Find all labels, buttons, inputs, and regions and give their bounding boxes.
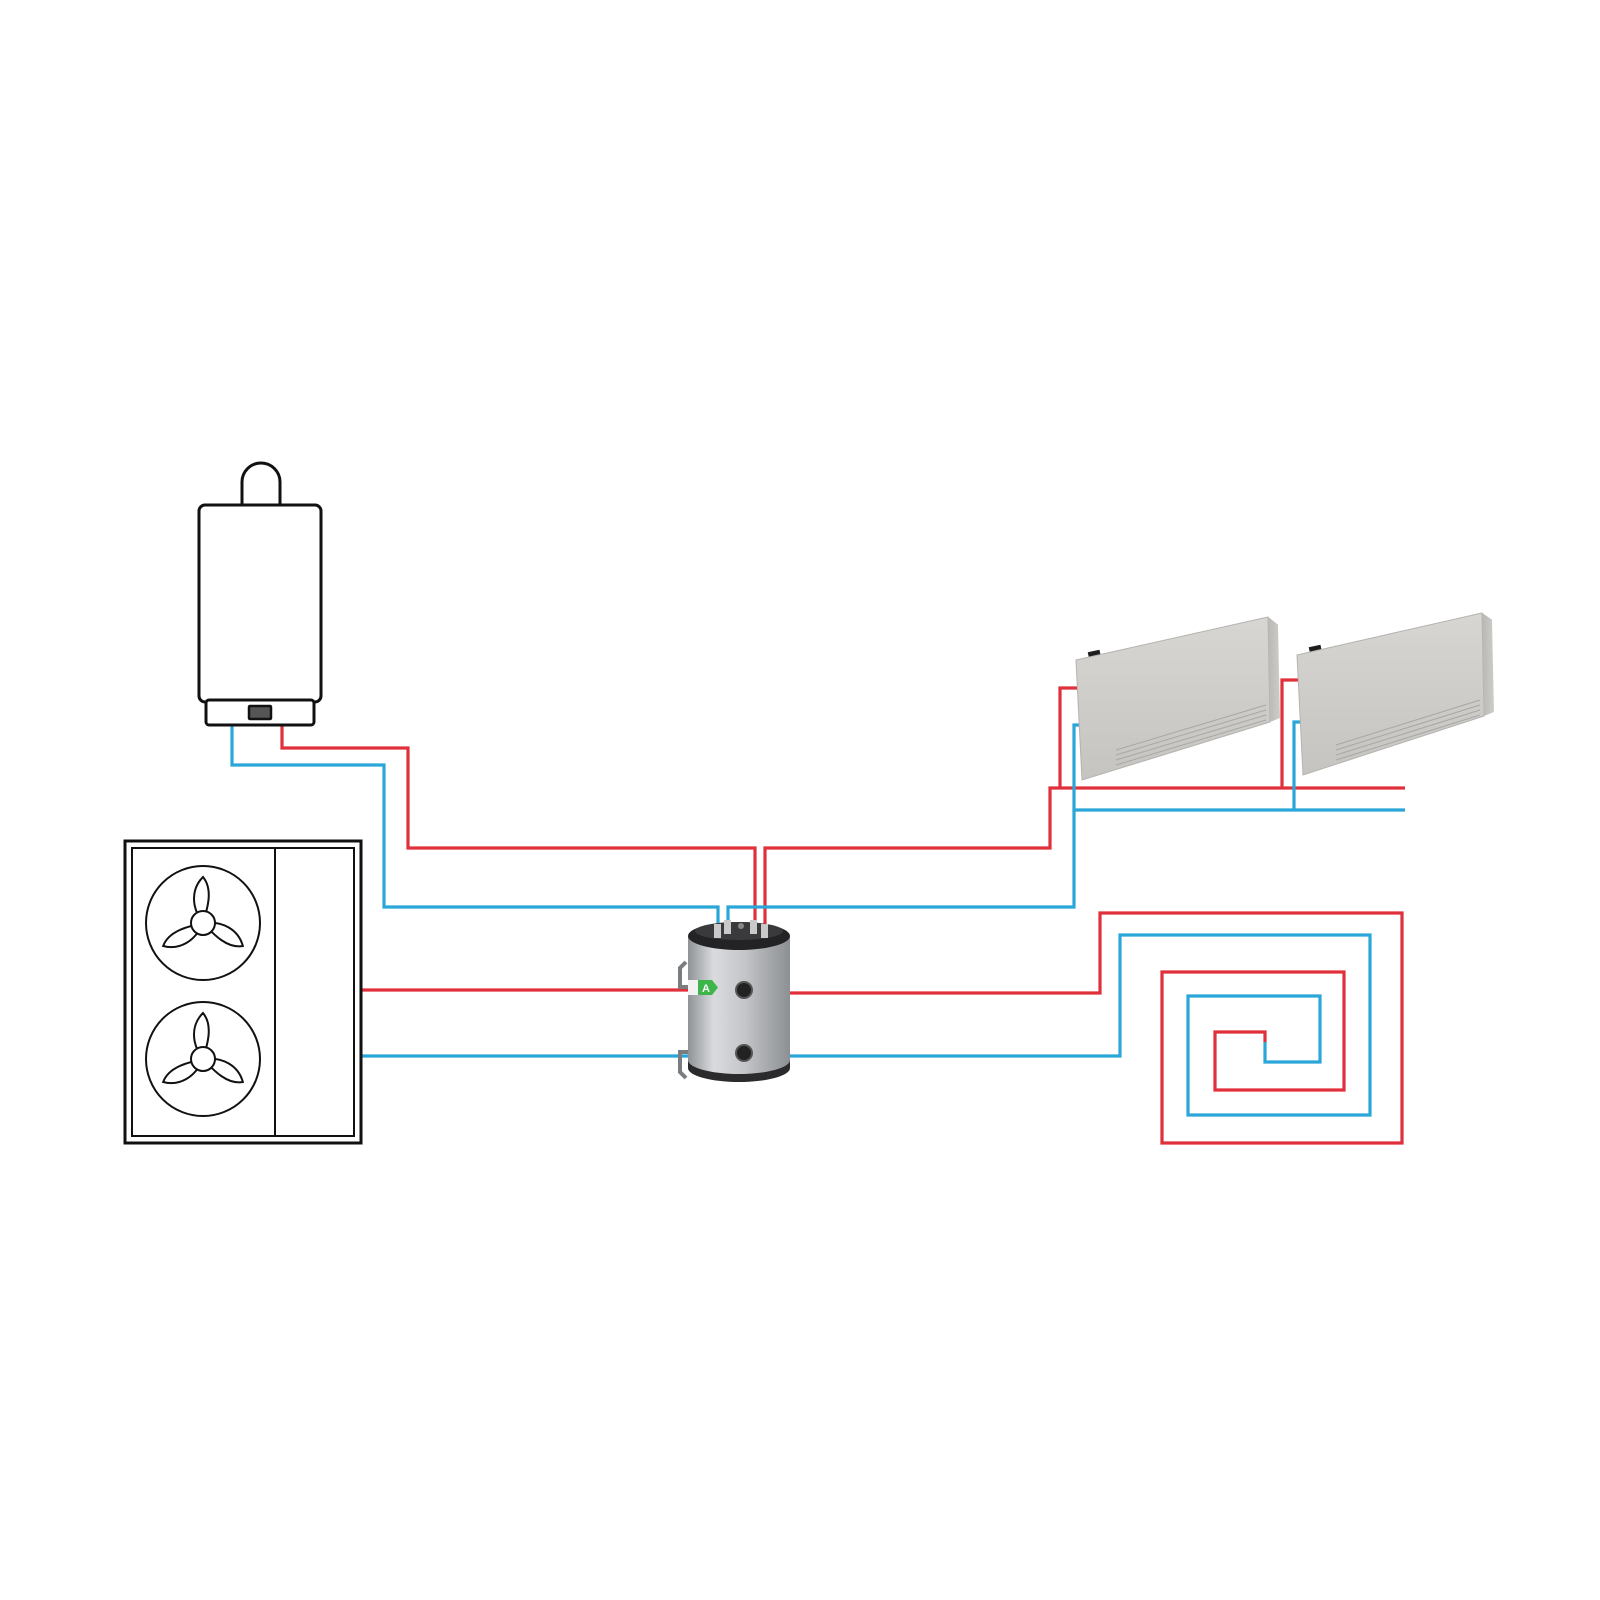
outdoor-heat-pump-icon: [123, 839, 363, 1145]
fan-coil-unit-icon: [1296, 612, 1494, 776]
buffer-tank-icon: A: [678, 920, 790, 1082]
fan-icon: [145, 865, 261, 981]
boiler-return-pipe: [230, 722, 720, 930]
boiler-body: [197, 503, 323, 704]
fan-coil-1-flow-riser: [1058, 686, 1082, 788]
underfloor-flow-pipe: [748, 911, 1404, 1145]
fan-icon: [145, 1001, 261, 1117]
heat-pump-inner-frame: [131, 847, 355, 1137]
energy-label-badge: A: [688, 980, 718, 995]
tank-flow-port: [735, 981, 753, 999]
fan-coil-return-pipe: [726, 808, 1405, 930]
fan-coil-2-return-riser: [1292, 720, 1302, 810]
cold-pipes: [230, 720, 1405, 1117]
boiler-flow-pipe: [280, 722, 757, 930]
energy-class-label: A: [702, 983, 710, 995]
boiler-display: [247, 704, 273, 721]
wall-boiler-icon: [197, 461, 323, 727]
hot-pipes: [280, 678, 1405, 1145]
fan-coil-unit-icon: [1075, 616, 1280, 781]
boiler-flue: [240, 461, 282, 506]
fan-coil-2-flow-riser: [1280, 678, 1302, 788]
underfloor-return-pipe: [748, 933, 1372, 1117]
fan-coil-flow-pipe: [763, 786, 1405, 930]
tank-return-port: [735, 1044, 753, 1062]
